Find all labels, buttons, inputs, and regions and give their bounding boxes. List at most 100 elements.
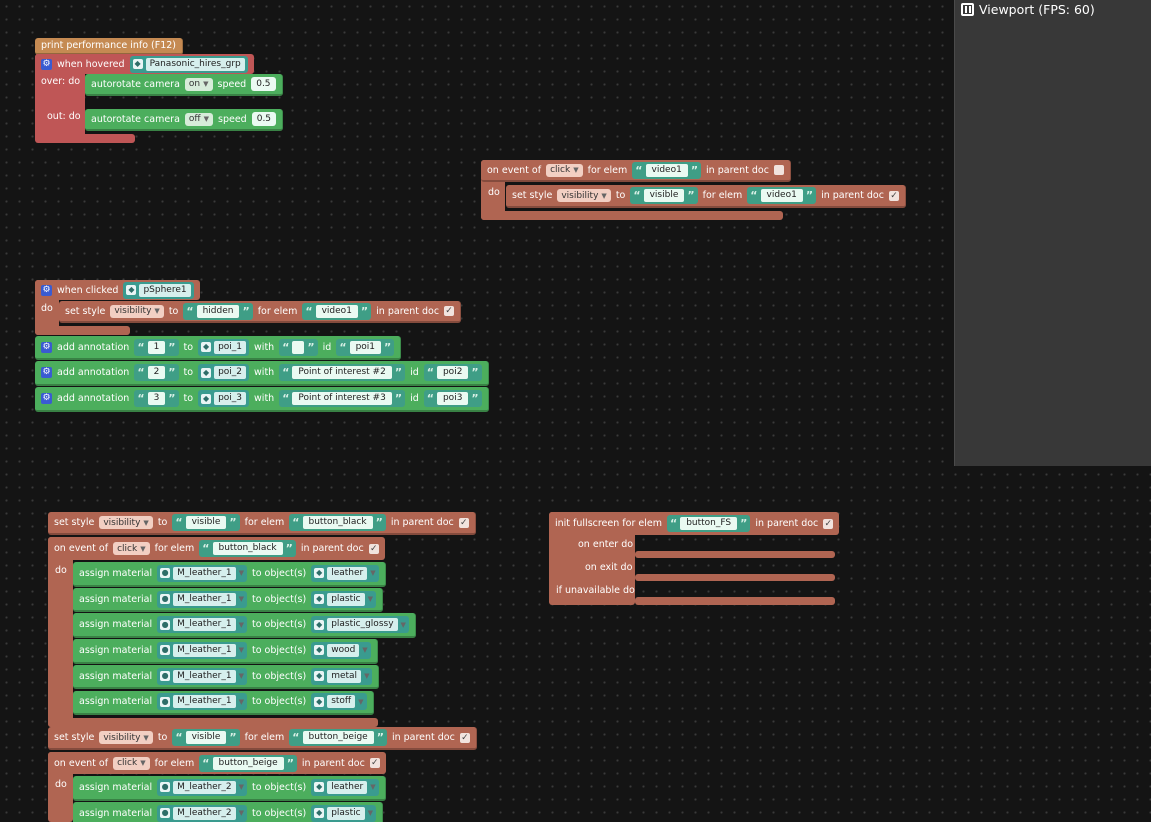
assign-material-block[interactable]: assign material●M_leather_1▼to object(s)… xyxy=(73,639,378,664)
value-string[interactable]: “visible” xyxy=(172,514,240,531)
add-annotation-block[interactable]: ⚙ add annotation “1” to ◆poi_1 with “” i… xyxy=(35,336,402,360)
gear-icon[interactable]: ⚙ xyxy=(41,393,52,404)
on-event-block[interactable]: on event of click▼ for elem “button_beig… xyxy=(48,752,386,774)
autorotate-off-block[interactable]: autorotate camera off▼ speed 0.5 xyxy=(85,109,284,131)
assign-material-block[interactable]: assign material●M_leather_1▼to object(s)… xyxy=(73,690,374,716)
elem-string[interactable]: “button_beige” xyxy=(289,729,387,746)
annotation-id-string[interactable]: “poi2” xyxy=(423,364,482,381)
style-prop-dropdown[interactable]: visibility▼ xyxy=(99,731,153,744)
hover-object-select[interactable]: ◆Panasonic_hires_grp xyxy=(129,55,248,73)
add-annotation-block[interactable]: ⚙ add annotation “3” to ◆poi_3 with “Poi… xyxy=(35,387,489,412)
style-prop-dropdown[interactable]: visibility▼ xyxy=(99,516,153,529)
elem-string[interactable]: “video1” xyxy=(632,161,702,179)
print-performance-block[interactable]: print performance info (F12) xyxy=(35,38,184,55)
elem-string[interactable]: “button_black” xyxy=(199,540,296,557)
annotation-text-string[interactable]: “1” xyxy=(134,338,179,356)
material-select[interactable]: ●M_leather_1▼ xyxy=(157,616,247,634)
material-select[interactable]: ●M_leather_1▼ xyxy=(157,641,247,659)
add-annotation-block[interactable]: ⚙ add annotation “2” to ◆poi_2 with “Poi… xyxy=(35,361,489,386)
event-dropdown[interactable]: click▼ xyxy=(546,163,583,177)
material-select[interactable]: ●M_leather_1▼ xyxy=(157,590,247,608)
annotation-desc-string[interactable]: “Point of interest #3” xyxy=(279,390,406,407)
assign-material-block[interactable]: assign material●M_leather_1▼to object(s)… xyxy=(73,613,416,639)
set-style-block[interactable]: set style visibility▼ to “hidden” for el… xyxy=(59,301,462,323)
annotation-id-string[interactable]: “poi3” xyxy=(423,390,482,407)
elem-string[interactable]: “button_black” xyxy=(289,514,386,531)
when-hovered-block[interactable]: ⚙ when hovered ◆Panasonic_hires_grp xyxy=(35,54,254,74)
assign-material-block[interactable]: assign material●M_leather_2▼to object(s)… xyxy=(73,801,383,822)
speed-input[interactable]: 0.5 xyxy=(251,112,277,126)
object-select[interactable]: ◆metal▼ xyxy=(311,667,373,685)
if-unavailable-slot[interactable] xyxy=(635,597,835,605)
clicked-object-select[interactable]: ◆pSphere1 xyxy=(123,281,194,299)
material-select[interactable]: ●M_leather_1▼ xyxy=(157,693,247,711)
assign-material-block[interactable]: assign material●M_leather_1▼to object(s)… xyxy=(73,587,383,613)
style-prop-dropdown[interactable]: visibility▼ xyxy=(557,189,611,202)
event-foot xyxy=(481,211,783,220)
object-select[interactable]: ◆stoff▼ xyxy=(311,693,367,711)
autorotate-state-dropdown[interactable]: off▼ xyxy=(184,112,214,126)
annotation-text-string[interactable]: “3” xyxy=(134,390,179,407)
object-select[interactable]: ◆leather▼ xyxy=(311,778,379,796)
assign-material-block[interactable]: assign material●M_leather_1▼to object(s)… xyxy=(73,562,386,587)
object-select[interactable]: ◆plastic▼ xyxy=(311,590,376,608)
object-select[interactable]: ◆plastic_glossy▼ xyxy=(311,616,409,634)
material-select[interactable]: ●M_leather_1▼ xyxy=(157,667,247,685)
elem-string[interactable]: “video1” xyxy=(302,302,372,320)
annotation-object-select[interactable]: ◆poi_2 xyxy=(198,364,250,381)
annotation-text-string[interactable]: “2” xyxy=(134,364,179,381)
parent-doc-checkbox[interactable]: ✓ xyxy=(444,306,455,316)
gear-icon[interactable]: ⚙ xyxy=(41,58,52,70)
annotation-desc-string[interactable]: “Point of interest #2” xyxy=(279,364,406,381)
speed-input[interactable]: 0.5 xyxy=(251,77,276,91)
style-prop-dropdown[interactable]: visibility▼ xyxy=(110,304,164,318)
value-string[interactable]: “hidden” xyxy=(183,302,253,320)
event-dropdown[interactable]: click▼ xyxy=(113,542,150,555)
on-event-block[interactable]: on event of click▼ for elem “button_blac… xyxy=(48,537,385,560)
value-string[interactable]: “visible” xyxy=(630,187,698,204)
event-body[interactable] xyxy=(48,537,73,727)
autorotate-state-dropdown[interactable]: on▼ xyxy=(184,77,213,91)
annotation-object-select[interactable]: ◆poi_1 xyxy=(198,338,250,356)
on-enter-slot[interactable] xyxy=(635,551,835,558)
init-fullscreen-block[interactable]: init fullscreen for elem “button_FS” in … xyxy=(549,512,840,535)
gear-icon[interactable]: ⚙ xyxy=(41,341,52,353)
string-value: video1 xyxy=(760,189,803,202)
material-select[interactable]: ●M_leather_1▼ xyxy=(157,564,247,582)
on-exit-slot[interactable] xyxy=(635,574,835,581)
parent-doc-checkbox[interactable]: ✓ xyxy=(369,758,380,768)
set-style-block[interactable]: set style visibility▼ to “visible” for e… xyxy=(506,185,906,208)
material-select[interactable]: ●M_leather_2▼ xyxy=(157,804,247,822)
material-icon: ● xyxy=(160,568,171,579)
annotation-id-string[interactable]: “poi1” xyxy=(336,338,395,356)
parent-doc-checkbox[interactable]: ✓ xyxy=(888,190,899,201)
material-select[interactable]: ●M_leather_2▼ xyxy=(157,778,247,796)
autorotate-on-block[interactable]: autorotate camera on▼ speed 0.5 xyxy=(85,74,283,96)
value-string[interactable]: “visible” xyxy=(172,729,240,746)
on-event-block[interactable]: on event of click▼ for elem “video1” in … xyxy=(481,160,791,182)
when-clicked-block[interactable]: ⚙ when clicked ◆pSphere1 xyxy=(35,280,200,300)
parent-doc-checkbox[interactable]: ✓ xyxy=(823,518,834,529)
set-style-block[interactable]: set style visibility▼ to “visible” for e… xyxy=(48,727,477,750)
object-select[interactable]: ◆wood▼ xyxy=(311,641,371,659)
parent-doc-checkbox[interactable] xyxy=(773,165,784,175)
assign-material-block[interactable]: assign material●M_leather_2▼to object(s)… xyxy=(73,776,386,801)
parent-doc-checkbox[interactable]: ✓ xyxy=(458,517,469,528)
object-select[interactable]: ◆plastic▼ xyxy=(311,804,376,822)
elem-string[interactable]: “video1” xyxy=(747,187,817,204)
annotation-object-select[interactable]: ◆poi_3 xyxy=(198,390,250,407)
dropdown-arrow-icon: ▼ xyxy=(573,166,579,174)
elem-string[interactable]: “button_beige” xyxy=(199,754,297,772)
gear-icon[interactable]: ⚙ xyxy=(41,284,52,296)
viewport-header[interactable]: Viewport (FPS: 60) xyxy=(955,0,1151,19)
event-dropdown[interactable]: click▼ xyxy=(113,756,150,770)
object-select[interactable]: ◆leather▼ xyxy=(311,564,379,582)
parent-doc-checkbox[interactable]: ✓ xyxy=(459,732,470,743)
assign-material-block[interactable]: assign material●M_leather_1▼to object(s)… xyxy=(73,664,380,690)
elem-string[interactable]: “button_FS” xyxy=(666,515,751,532)
set-style-block[interactable]: set style visibility▼ to “visible” for e… xyxy=(48,512,476,535)
gear-icon[interactable]: ⚙ xyxy=(41,367,52,378)
pause-icon[interactable] xyxy=(961,3,974,16)
parent-doc-checkbox[interactable]: ✓ xyxy=(368,543,379,554)
annotation-desc-string[interactable]: “” xyxy=(279,338,318,356)
